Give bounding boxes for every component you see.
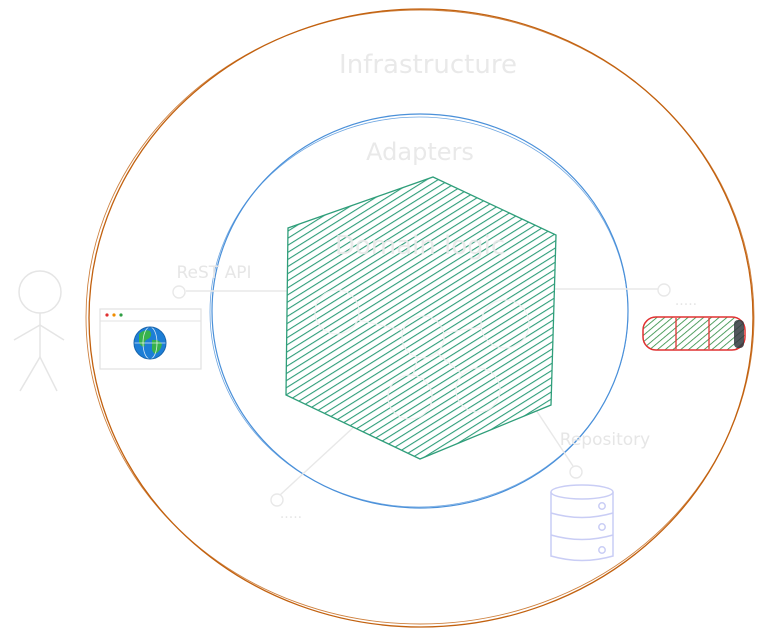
stick-figure-icon bbox=[13, 270, 65, 392]
infrastructure-label: Infrastructure bbox=[339, 50, 517, 80]
rest-api-label: ReST API bbox=[177, 263, 252, 283]
right-connector-node bbox=[657, 283, 671, 297]
battery-icon bbox=[642, 316, 746, 351]
adapters-label: Adapters bbox=[366, 138, 474, 166]
adapters-ring bbox=[209, 113, 629, 509]
repository-connector-node bbox=[569, 465, 583, 479]
infrastructure-ring bbox=[85, 8, 755, 628]
right-connector-label: ..... bbox=[675, 293, 697, 309]
bottom-connector-node bbox=[270, 493, 284, 507]
repository-label: Repository bbox=[560, 430, 650, 450]
database-icon bbox=[550, 484, 614, 562]
domain-label: Domain logic bbox=[335, 231, 505, 261]
domain-graph bbox=[314, 289, 530, 420]
domain-hexagon bbox=[285, 176, 557, 460]
rest-api-connector-node bbox=[172, 285, 186, 299]
connector-lines bbox=[186, 288, 658, 496]
globe-icon bbox=[133, 326, 167, 360]
bottom-connector-label: ..... bbox=[280, 506, 302, 522]
